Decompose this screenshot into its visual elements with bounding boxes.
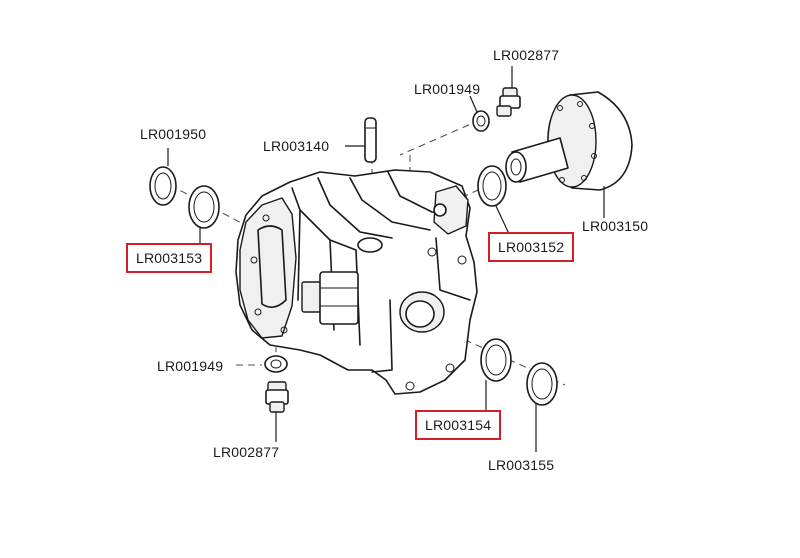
dowel-pin-part <box>345 117 377 163</box>
label-lr001949-bottom: LR001949 <box>157 358 224 374</box>
plug-top-part <box>496 66 521 117</box>
label-lr001950: LR001950 <box>140 126 207 142</box>
label-lr002877-top: LR002877 <box>493 47 560 63</box>
output-flange-part <box>505 91 633 218</box>
label-lr003153: LR003153 <box>126 243 213 273</box>
label-lr003140: LR003140 <box>263 138 330 154</box>
seal-left-inner-part <box>188 185 220 246</box>
label-lr003155: LR003155 <box>488 457 555 473</box>
seal-rear-part <box>477 165 511 237</box>
label-lr002877-bottom: LR002877 <box>213 444 280 460</box>
seal-front-inner-part <box>480 338 512 410</box>
plug-bottom-part <box>265 381 289 442</box>
seal-left-outer-part <box>149 148 177 206</box>
label-lr001949-top: LR001949 <box>414 81 481 97</box>
label-lr003152: LR003152 <box>488 232 575 262</box>
washer-bottom-part <box>236 355 288 373</box>
label-lr003154: LR003154 <box>415 410 502 440</box>
label-lr003150: LR003150 <box>582 218 649 234</box>
transfer-case-housing <box>235 169 478 395</box>
seal-front-outer-part <box>526 362 558 452</box>
washer-top-part <box>469 95 490 132</box>
